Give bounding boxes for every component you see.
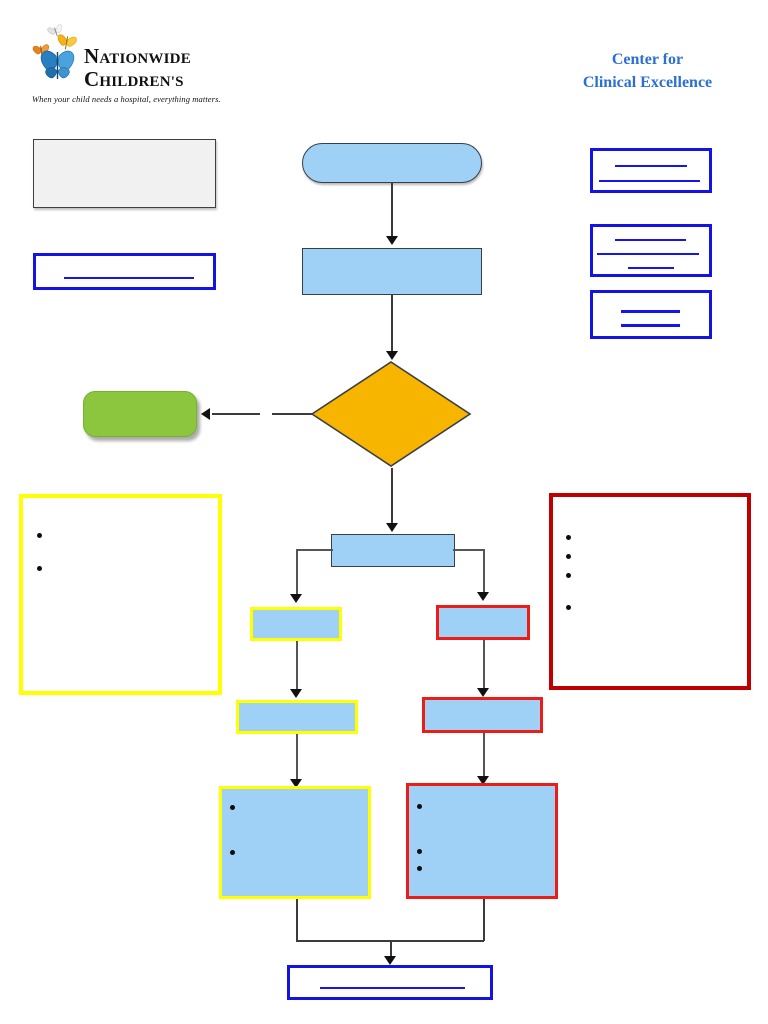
redacted-text-line <box>628 267 674 269</box>
note-box-blue-right-top <box>590 148 712 193</box>
edge-left1-to-left2 <box>296 641 298 691</box>
flow-start-terminal[interactable] <box>302 143 482 183</box>
flow-right-branch-step-1[interactable] <box>436 605 530 640</box>
note-box-blue-left <box>33 253 216 290</box>
flow-right-branch-step-2[interactable] <box>422 697 543 733</box>
edge-split-to-left-v <box>296 549 298 596</box>
flow-right-branch-step-3[interactable] <box>406 783 558 899</box>
bullet-point <box>37 533 42 538</box>
arrowhead-down <box>477 776 489 785</box>
arrowhead-down <box>290 594 302 603</box>
logo-wordmark: NATIONWIDE CHILDREN'S <box>84 46 256 90</box>
arrowhead-down <box>290 779 302 788</box>
edge-split-to-left-h <box>296 549 333 551</box>
arrowhead-down <box>386 523 398 532</box>
edge-decision-to-split <box>391 468 393 525</box>
arrowhead-left <box>201 408 210 420</box>
arrowhead-down <box>386 351 398 360</box>
edge-split-to-right-v <box>483 549 485 594</box>
bullet-point <box>417 804 422 809</box>
department-title: Center for Clinical Excellence <box>540 48 755 94</box>
nationwide-childrens-logo: NATIONWIDE CHILDREN'S When your child ne… <box>30 22 255 106</box>
bullet-point <box>417 866 422 871</box>
note-box-blue-footer <box>287 965 493 1000</box>
logo-tagline: When your child needs a hospital, everyt… <box>32 94 221 104</box>
bullet-point <box>566 605 571 610</box>
bullet-point <box>566 573 571 578</box>
edge-left3-to-merge <box>296 899 298 941</box>
arrowhead-down <box>384 956 396 965</box>
redacted-text-line <box>597 253 699 255</box>
arrowhead-down <box>477 592 489 601</box>
redacted-text-line <box>320 987 465 989</box>
callout-box-red <box>549 493 751 690</box>
flow-decision[interactable] <box>310 360 472 468</box>
edge-right2-to-right3 <box>483 733 485 779</box>
flow-left-branch-step-3[interactable] <box>219 786 371 899</box>
bullet-point <box>37 566 42 571</box>
redacted-text-line <box>615 239 686 241</box>
edge-decision-to-green-a <box>212 413 260 415</box>
note-box-blue-right-middle <box>590 224 712 277</box>
flow-left-branch-step-2[interactable] <box>236 700 358 734</box>
redacted-text-line <box>621 324 680 327</box>
butterflies-icon <box>32 24 77 79</box>
bullet-point <box>230 850 235 855</box>
logo-line-nationwide: NATIONWIDE <box>84 44 191 68</box>
redacted-text-line <box>64 277 194 279</box>
edge-step1-to-decision <box>391 295 393 353</box>
redacted-text-line <box>621 310 680 313</box>
bullet-point <box>230 805 235 810</box>
flow-exit-terminal-green[interactable] <box>83 391 197 437</box>
edge-right1-to-right2 <box>483 640 485 690</box>
edge-decision-to-green-b <box>272 413 312 415</box>
callout-box-yellow <box>19 494 222 695</box>
edge-split-to-right-h <box>453 549 484 551</box>
arrowhead-down <box>290 689 302 698</box>
bullet-point <box>566 554 571 559</box>
redacted-text-line <box>615 165 687 167</box>
edge-start-to-step1 <box>391 183 393 238</box>
flow-left-branch-step-1[interactable] <box>250 607 342 641</box>
edge-right3-to-merge <box>483 899 485 941</box>
arrowhead-down <box>386 236 398 245</box>
arrowhead-down <box>477 688 489 697</box>
edge-merge-to-end <box>390 940 392 960</box>
department-line-1: Center for <box>611 51 684 68</box>
redacted-text-line <box>599 180 700 182</box>
logo-line-childrens: CHILDREN'S <box>84 67 184 91</box>
bullet-point <box>417 849 422 854</box>
bullet-point <box>566 535 571 540</box>
note-box-blue-right-bottom <box>590 290 712 339</box>
department-line-2: Clinical Excellence <box>582 74 713 92</box>
note-box-grey <box>33 139 216 208</box>
flow-process-split[interactable] <box>331 534 455 567</box>
flow-process-step-1[interactable] <box>302 248 482 295</box>
edge-left2-to-left3 <box>296 734 298 782</box>
